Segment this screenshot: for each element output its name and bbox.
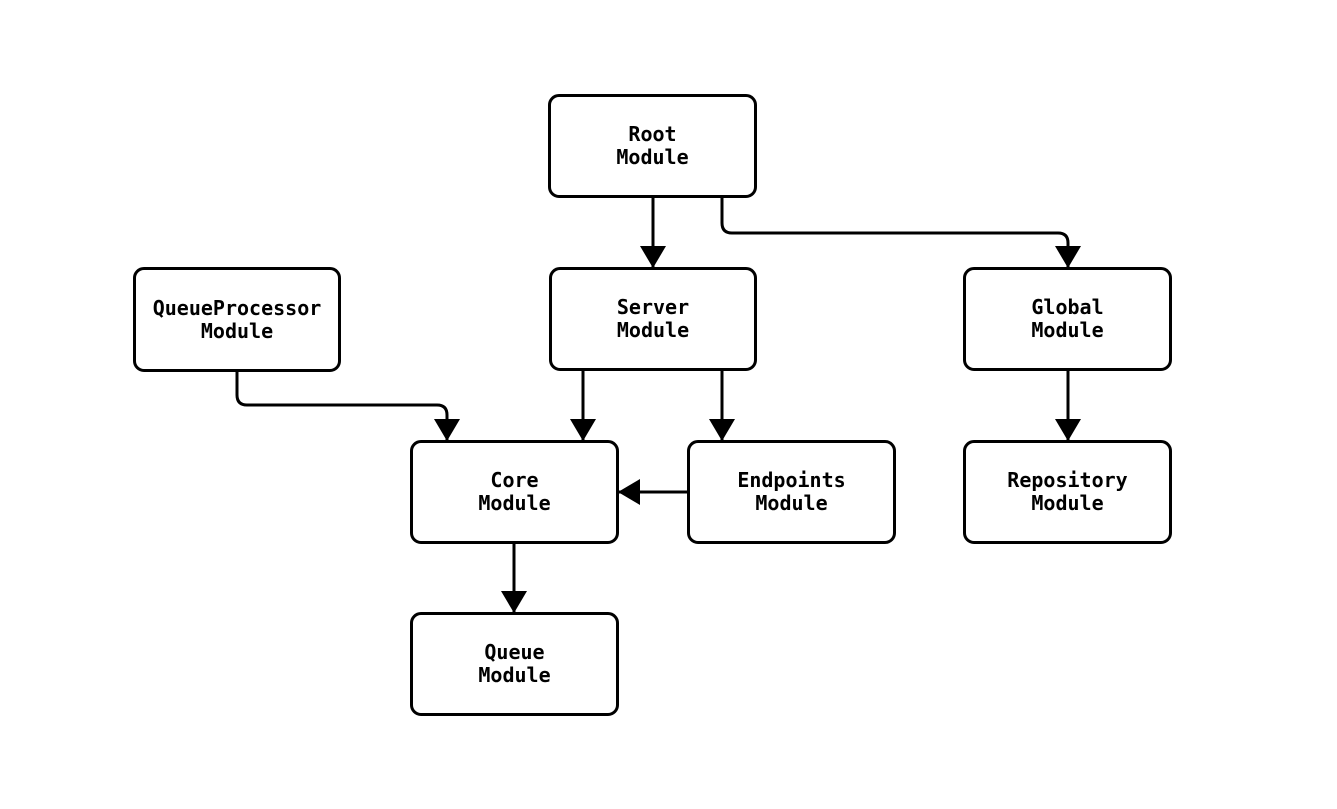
node-label-line: Module xyxy=(755,491,828,515)
edge-queueprocessor-to-core xyxy=(235,372,460,441)
node-label-line: Module xyxy=(616,145,689,169)
edge-root-to-global xyxy=(720,198,1081,268)
node-label-line: Module xyxy=(1031,318,1104,342)
node-label-line: Module xyxy=(478,491,551,515)
node-label-line: Module xyxy=(616,318,690,342)
node-label-line: Endpoints xyxy=(737,468,846,492)
node-label-line: Module xyxy=(478,663,551,687)
edges-group xyxy=(235,198,1081,613)
node-label-line: Root xyxy=(628,122,677,146)
node-label-line: Module xyxy=(200,318,274,343)
node-label-line: Server xyxy=(616,295,690,319)
node-label-line: Queue xyxy=(484,640,545,664)
node-label-line: QueueProcessor xyxy=(152,295,322,320)
node-label-line: Module xyxy=(1031,491,1104,515)
node-label-line: Repository xyxy=(1007,468,1128,492)
node-label-line: Global xyxy=(1031,295,1104,319)
node-label-line: Core xyxy=(490,468,539,492)
